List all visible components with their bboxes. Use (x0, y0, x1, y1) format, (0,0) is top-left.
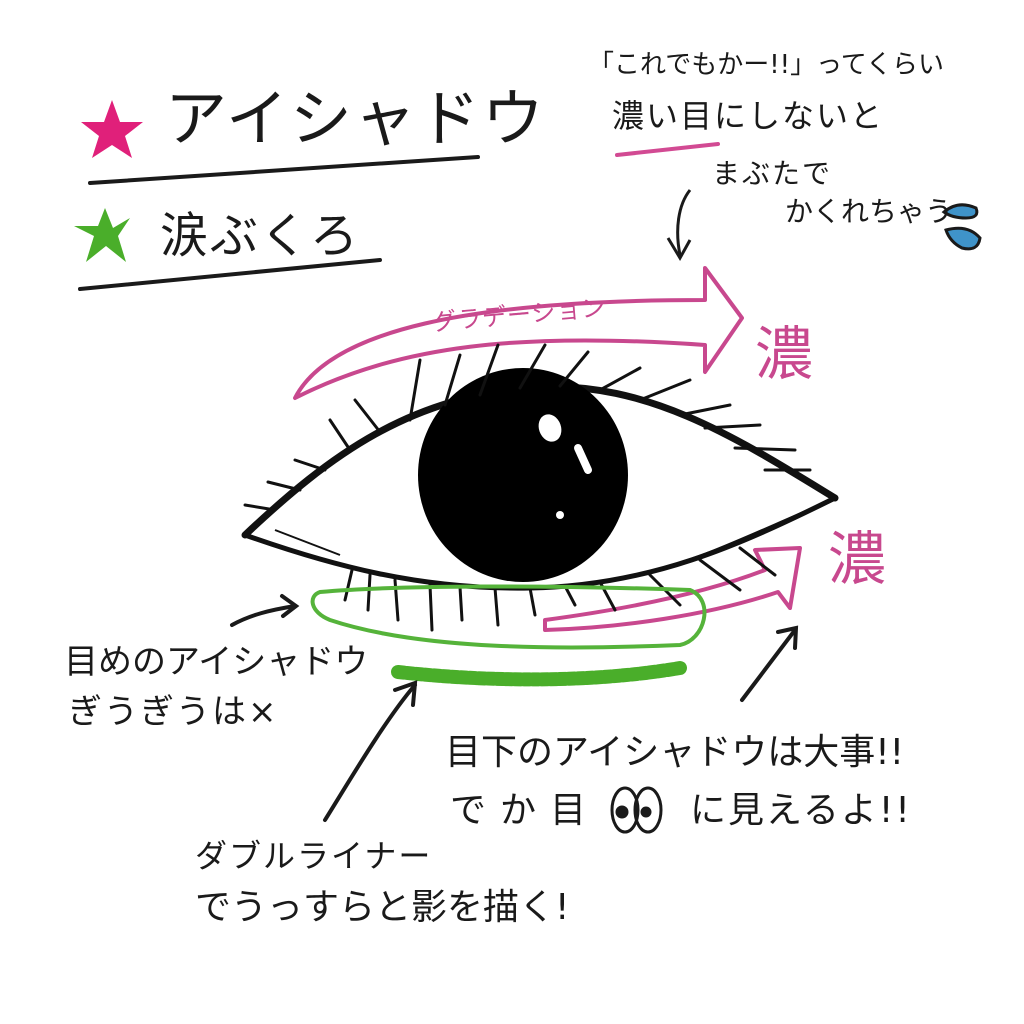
note-top-line1: 「これでもかー!!」ってくらい (588, 50, 944, 80)
dark-label-upper: 濃 (755, 320, 816, 388)
eye-drawing (241, 343, 839, 632)
left-note-line2: ぎうぎうは× (68, 692, 279, 732)
sweat-drops-icon (941, 203, 982, 251)
lower-right-note-suffix: に見えるよ!! (690, 790, 912, 831)
legend-label-tearbag: 涙ぶくろ (160, 208, 361, 264)
lower-right-arrow-icon (740, 628, 797, 702)
gradation-arrow (293, 266, 744, 400)
dark-label-lower: 濃 (828, 525, 889, 593)
left-note-line1: 目めのアイシャドウ (64, 642, 369, 682)
tear-bag-outline (310, 584, 707, 650)
iris (418, 368, 628, 582)
legend-underline-1 (88, 155, 480, 185)
note-top-line3: まぶたで (712, 157, 833, 190)
bottom-note-line1: ダブルライナー (195, 837, 433, 875)
lower-gradation-arrow (543, 546, 802, 632)
emphasis-underline (615, 142, 720, 157)
lower-right-note-line1: 目下のアイシャドウは大事!! (445, 732, 905, 773)
legend-label-eyeshadow: アイシャドウ (165, 82, 546, 155)
lower-right-note-prefix: でか目 (450, 790, 601, 831)
note-arrow-icon (676, 189, 692, 256)
bottom-note-line2: でうっすらと影を描く! (195, 887, 570, 928)
left-arrow-icon (230, 604, 297, 627)
note-top-line4: かくれちゃう (785, 195, 954, 228)
note-top-line2: 濃い目にしないと (612, 97, 885, 135)
green-star-icon (74, 208, 130, 262)
liner-arrow-icon (323, 683, 417, 822)
pink-star-icon (81, 100, 143, 158)
legend-underline-2 (78, 258, 382, 291)
googly-eyes-icon (610, 786, 663, 834)
double-liner-stroke (391, 661, 687, 687)
